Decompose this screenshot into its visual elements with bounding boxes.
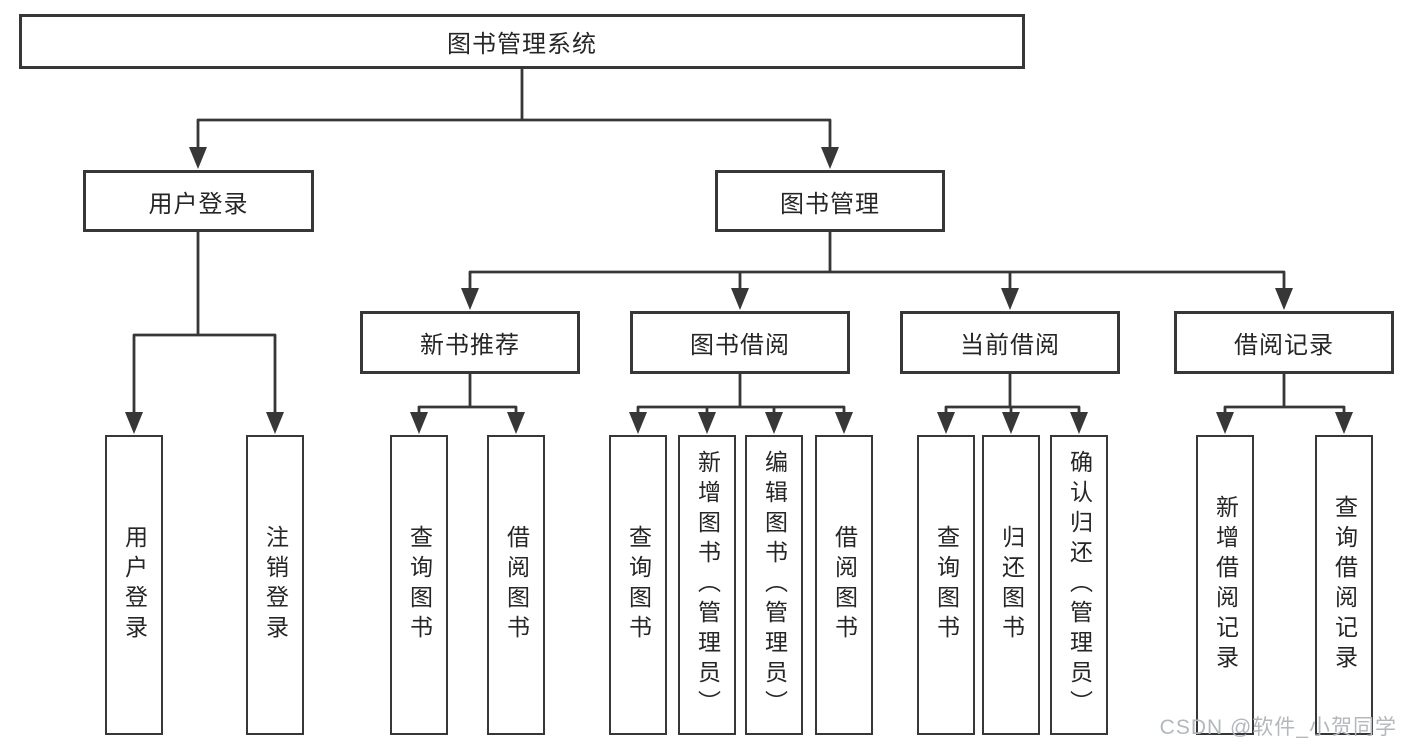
node-label: 用户登录: [148, 190, 249, 218]
leaf-user-login: 用户登录: [105, 435, 163, 735]
edge-current-bus: [944, 405, 1081, 414]
node-current-borrowing: 当前借阅: [900, 311, 1120, 374]
node-label: 图书管理: [780, 190, 880, 218]
leaf-edit-book-admin: 编辑图书（管理员）: [745, 435, 803, 735]
node-label: 查询图书: [625, 525, 652, 645]
arrow-icon: [507, 412, 525, 434]
arrow-icon: [266, 412, 284, 434]
node-label: 新增图书（管理员）: [694, 450, 721, 720]
node-label: 图书管理系统: [447, 31, 597, 58]
arrow-icon: [698, 412, 716, 434]
arrow-icon: [1216, 412, 1234, 434]
arrow-icon: [835, 412, 853, 434]
node-label: 查询图书: [933, 525, 960, 645]
node-label: 用户登录: [121, 525, 148, 645]
arrow-icon: [731, 288, 749, 310]
leaf-query-books-current: 查询图书: [917, 435, 975, 735]
leaf-logout: 注销登录: [246, 435, 304, 735]
arrow-icon: [1001, 288, 1019, 310]
arrow-icon: [461, 288, 479, 310]
node-label: 归还图书: [998, 525, 1025, 645]
leaf-add-borrow-record: 新增借阅记录: [1196, 435, 1254, 735]
arrow-icon: [1275, 288, 1293, 310]
edge-userlogin-bus: [132, 333, 277, 414]
node-label: 查询借阅记录: [1331, 495, 1358, 675]
node-library-management-system: 图书管理系统: [19, 14, 1025, 69]
node-label: 借阅记录: [1234, 332, 1334, 359]
leaf-query-borrow-record: 查询借阅记录: [1315, 435, 1373, 735]
arrow-icon: [125, 412, 143, 434]
arrow-icon: [629, 412, 647, 434]
node-label: 图书借阅: [690, 332, 790, 359]
leaf-borrow-books: 借阅图书: [815, 435, 873, 735]
node-book-borrowing: 图书借阅: [630, 311, 850, 374]
leaf-add-book-admin: 新增图书（管理员）: [678, 435, 736, 735]
arrow-icon: [765, 412, 783, 434]
arrow-icon: [189, 147, 207, 169]
arrow-icon: [1335, 412, 1353, 434]
node-user-login: 用户登录: [83, 170, 314, 232]
node-label: 新书推荐: [420, 332, 520, 359]
leaf-return-books: 归还图书: [982, 435, 1040, 735]
arrow-icon: [410, 412, 428, 434]
arrow-icon: [1002, 412, 1020, 434]
node-borrowing-records: 借阅记录: [1174, 311, 1394, 374]
arrowheads: [125, 147, 1353, 434]
leaf-confirm-return-admin: 确认归还（管理员）: [1050, 435, 1108, 735]
leaf-query-books-recommend: 查询图书: [390, 435, 448, 735]
node-label: 注销登录: [262, 525, 289, 645]
arrow-icon: [937, 412, 955, 434]
edge-borrowing-bus: [636, 405, 846, 414]
edge-records-bus: [1223, 405, 1346, 414]
leaf-borrow-books-recommend: 借阅图书: [487, 435, 545, 735]
leaf-query-books-borrowing: 查询图书: [609, 435, 667, 735]
edge-bookmgmt-bus: [468, 270, 1286, 290]
node-label: 当前借阅: [960, 332, 1060, 359]
edge-newbook-bus: [417, 405, 518, 414]
edge-root-bus: [196, 118, 832, 150]
node-book-management: 图书管理: [715, 170, 945, 232]
node-label: 借阅图书: [831, 525, 858, 645]
node-label: 查询图书: [406, 525, 433, 645]
arrow-icon: [821, 147, 839, 169]
node-new-book-recommend: 新书推荐: [360, 311, 580, 374]
node-label: 借阅图书: [503, 525, 530, 645]
node-label: 新增借阅记录: [1212, 495, 1239, 675]
arrow-icon: [1070, 412, 1088, 434]
node-label: 确认归还（管理员）: [1066, 450, 1093, 720]
csdn-watermark: CSDN @软件_小贺同学: [1159, 716, 1397, 739]
node-label: 编辑图书（管理员）: [761, 450, 788, 720]
